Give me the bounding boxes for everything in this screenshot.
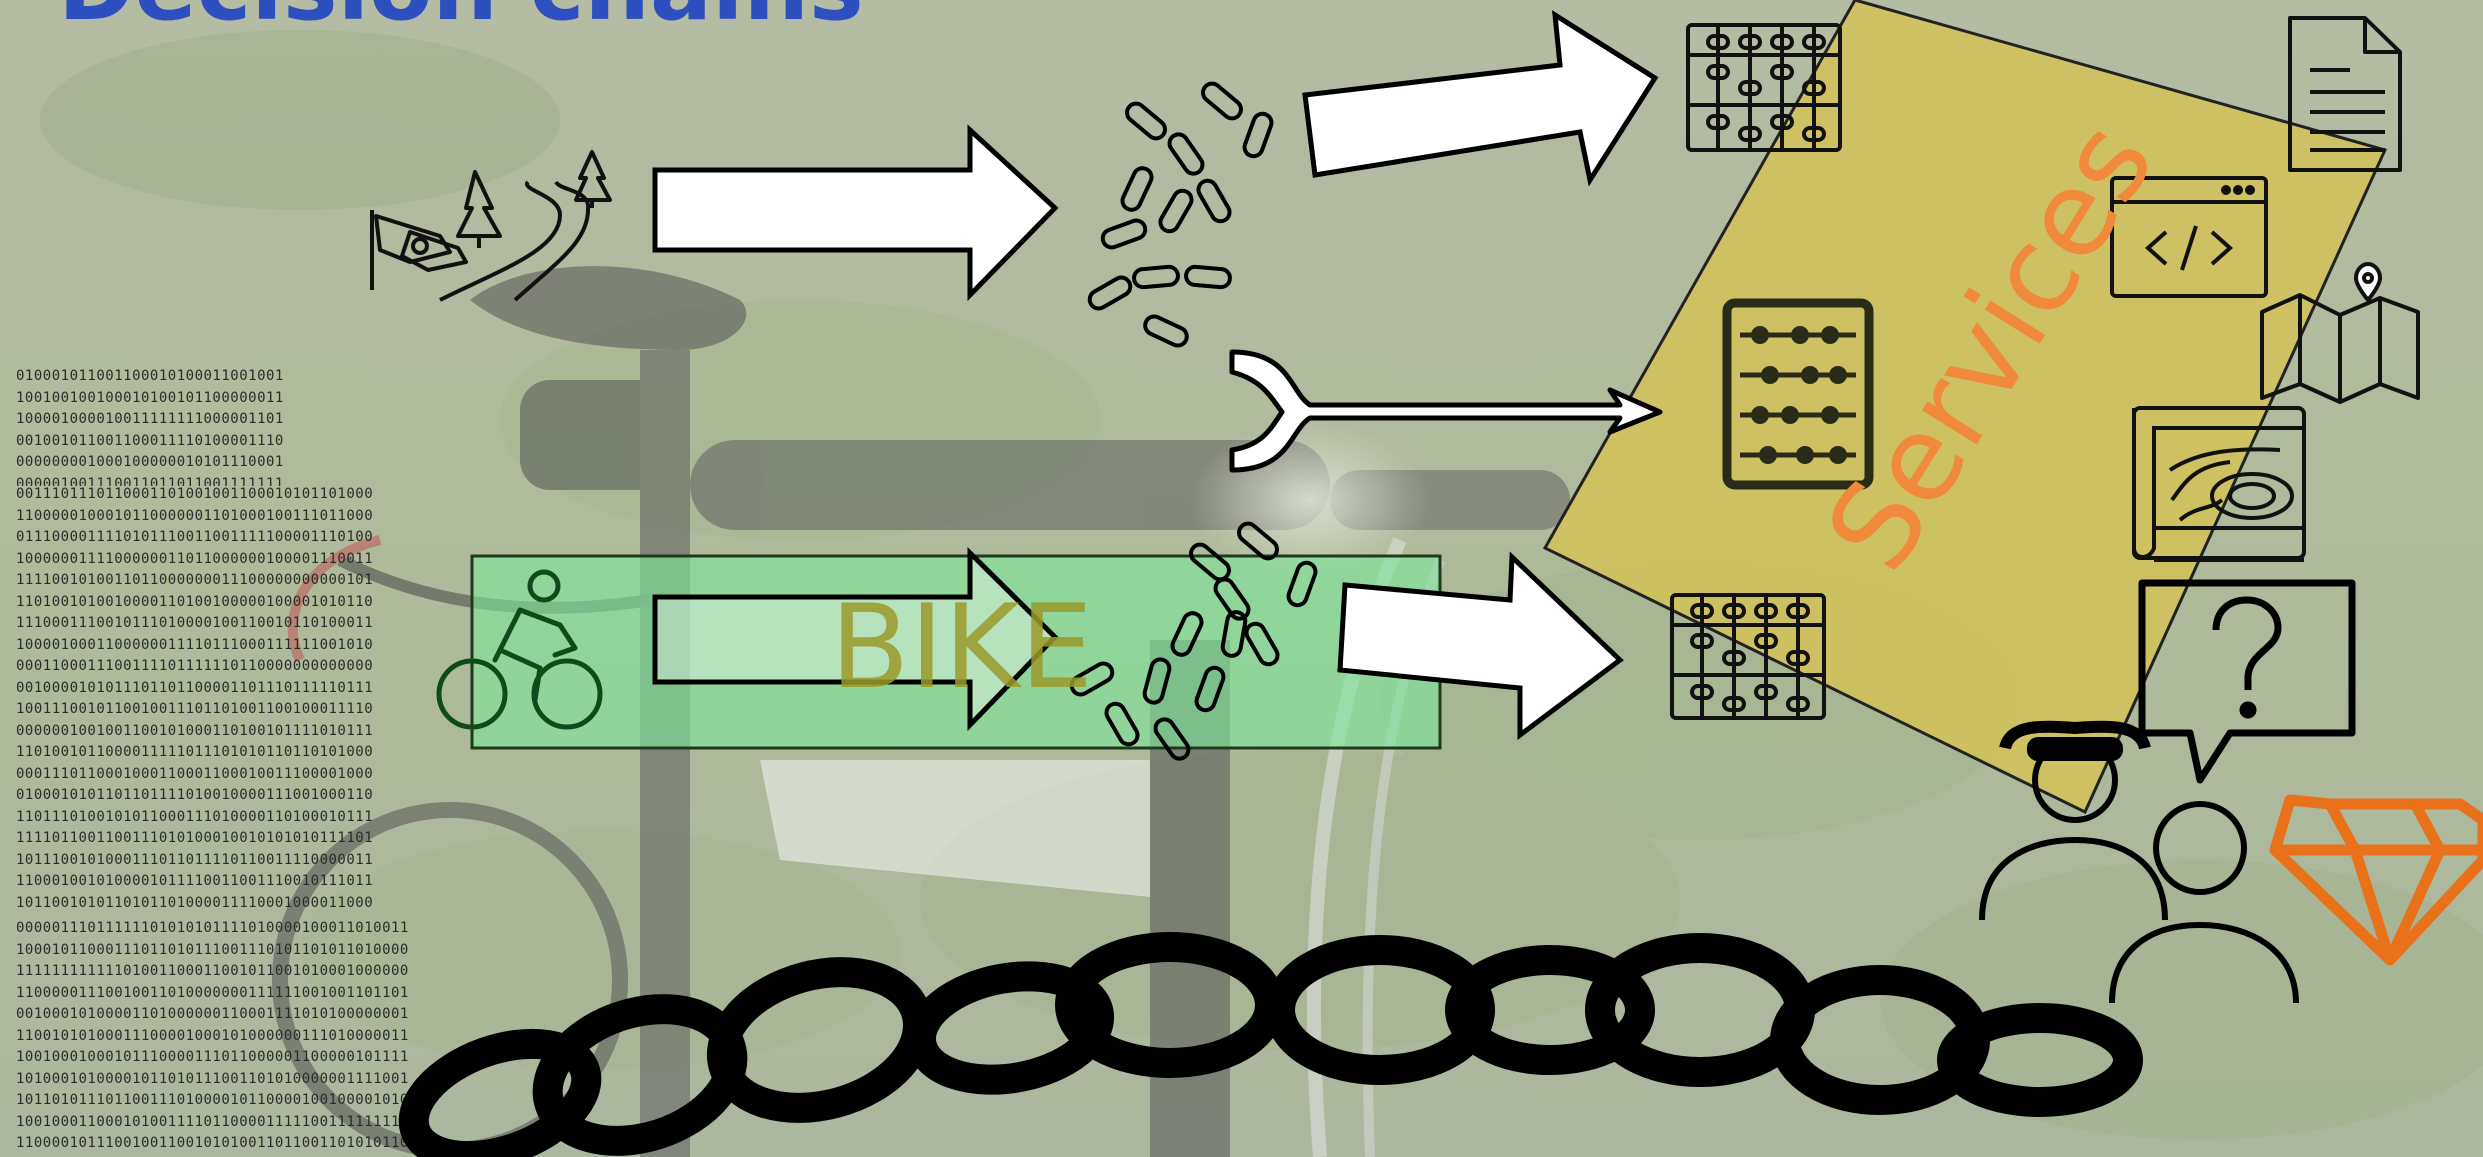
diamond-icon xyxy=(2269,794,2483,966)
map-pin-icon xyxy=(2260,262,2420,404)
arrow xyxy=(1302,10,1659,187)
slide-title: Decision chains xyxy=(58,0,864,34)
bike-label: BIKE xyxy=(830,580,1094,715)
data-pills-icon xyxy=(1069,521,1318,761)
abacus-icon xyxy=(1722,298,1874,490)
terrain-map-icon xyxy=(2132,406,2306,562)
binary-data-block: 0011101110110001101001001100010101101000… xyxy=(16,486,374,911)
surveillance-camera-forest-road-icon xyxy=(370,150,612,302)
binary-data-icon: 010001011001100010100011001001 100100100… xyxy=(16,368,284,486)
abacus-icon xyxy=(1686,23,1842,152)
user-icon xyxy=(2109,801,2299,1004)
data-pills-icon xyxy=(1087,81,1274,348)
fork-arrow-icon xyxy=(1229,349,1663,473)
arrow xyxy=(652,547,1059,732)
operator-with-headset-icon xyxy=(1979,720,2168,921)
document-icon xyxy=(2288,16,2402,172)
chain-icon xyxy=(398,932,2143,1157)
arrow xyxy=(1337,551,1624,740)
abacus-icon xyxy=(1670,593,1826,720)
arrow xyxy=(652,124,1059,302)
question-speech-bubble-icon xyxy=(2138,579,2356,784)
binary-data-block: 0000011101111110101010111101000010001101… xyxy=(16,920,409,1148)
code-window-icon xyxy=(2110,176,2268,298)
cyclist-icon xyxy=(436,569,603,730)
